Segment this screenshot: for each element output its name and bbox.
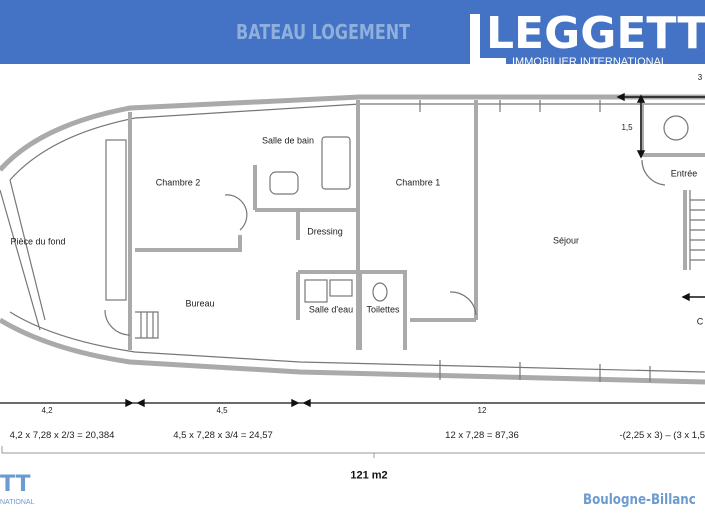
- hull-top-wall: [0, 94, 705, 172]
- footer-logo: TT: [0, 472, 31, 497]
- dim-entry-width: 3: [697, 73, 703, 82]
- total-bracket: [1, 446, 705, 458]
- dim-segment-3: 12: [477, 406, 487, 415]
- shower: [304, 279, 328, 303]
- room-piece-du-fond: Pièce du fond: [10, 236, 66, 247]
- formula-4: -(2,25 x 3) – (3 x 1,5: [619, 430, 705, 441]
- arrow-head: [616, 92, 625, 102]
- window-frames: [419, 100, 651, 382]
- toilet: [372, 282, 388, 302]
- hull-bottom-wall: [0, 317, 705, 385]
- arrow-head: [636, 94, 646, 159]
- kitchen-units: [105, 139, 127, 301]
- door-chambre1: [449, 291, 477, 316]
- hull-bottom-inner: [9, 311, 705, 373]
- footer-logo-sub: NATIONAL: [0, 499, 35, 506]
- door-bureau: [104, 309, 131, 336]
- logo-l-base: [470, 58, 506, 66]
- room-salle-de-bain: Salle de bain: [261, 135, 315, 146]
- wall-wet-rooms: [296, 270, 407, 350]
- room-sejour: Séjour: [552, 235, 580, 246]
- formula-2: 4,5 x 7,28 x 3/4 = 24,57: [173, 430, 273, 441]
- room-chambre-1: Chambre 1: [395, 177, 441, 188]
- room-bureau: Bureau: [185, 298, 215, 309]
- logo-subtitle: IMMOBILIER INTERNATIONAL: [512, 56, 668, 68]
- total-area: 121 m2: [350, 469, 388, 482]
- logo-l-mark: [470, 14, 480, 66]
- sink-bath: [269, 171, 299, 195]
- formula-3: 12 x 7,28 = 87,36: [445, 430, 519, 441]
- hull-top-inner: [9, 103, 705, 181]
- dim-entry-depth: 1,5: [621, 123, 633, 132]
- stairs: [689, 190, 705, 270]
- fond-bunks: [0, 179, 46, 331]
- room-entree: Entrée: [670, 168, 698, 179]
- page-title: BATEAU LOGEMENT: [236, 20, 411, 44]
- bathtub: [321, 136, 351, 190]
- room-salle-deau: Salle d'eau: [308, 304, 354, 315]
- sink-wet: [329, 279, 353, 297]
- bureau-steps: [135, 311, 159, 339]
- logo-word: LEGGETT: [486, 8, 705, 59]
- wall-entry: [640, 100, 705, 270]
- dim-segment-1: 4,2: [41, 406, 53, 415]
- entry-round: [663, 115, 689, 141]
- arrow-head: [125, 398, 311, 408]
- room-dressing: Dressing: [307, 226, 343, 237]
- formula-1: 4,2 x 7,28 x 2/3 = 20,384: [9, 430, 115, 441]
- room-toilettes: Toilettes: [366, 304, 400, 315]
- dim-segment-2: 4,5: [216, 406, 228, 415]
- header-banner: BATEAU LOGEMENT: [0, 0, 705, 64]
- door-entree: [641, 159, 666, 186]
- footer-city: Boulogne-Billanc: [583, 492, 696, 508]
- leggett-logo: LEGGETT IMMOBILIER INTERNATIONAL: [470, 8, 705, 70]
- wall-chambre2-south: [135, 235, 242, 252]
- room-cropped: C: [696, 316, 704, 327]
- door-chambre2: [224, 194, 248, 231]
- room-chambre-2: Chambre 2: [155, 177, 201, 188]
- floor-plan: [0, 92, 705, 458]
